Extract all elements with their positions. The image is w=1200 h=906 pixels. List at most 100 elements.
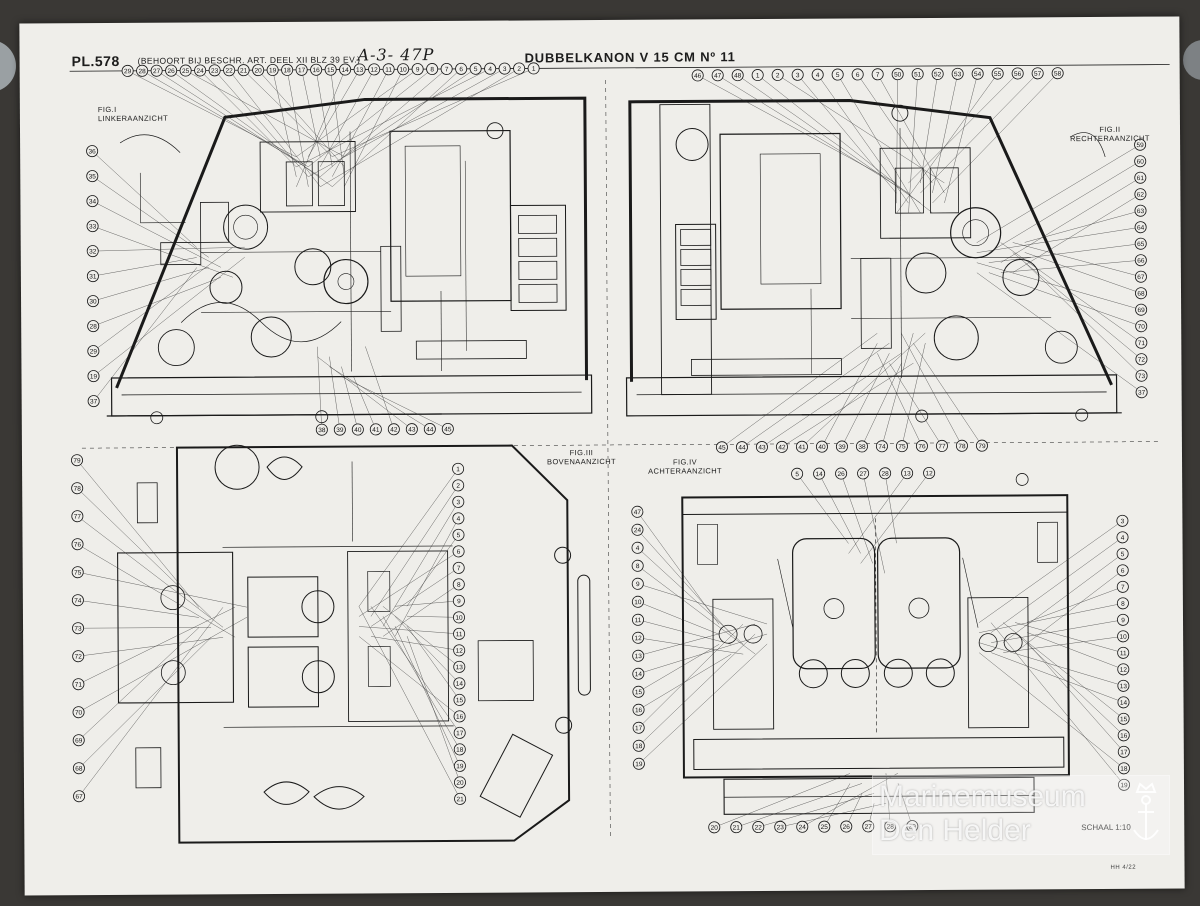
callout-circle [453,710,466,723]
callout-circle [513,62,526,75]
callout-number: 20 [255,67,263,74]
callout-circle [1116,580,1129,593]
callout-number: 10 [455,615,463,622]
callout-leader-line [332,68,462,187]
callout-circle [452,561,465,574]
callout-leader-line [896,74,898,204]
callout-number: 48 [734,73,742,80]
callout-number: 11 [456,631,463,638]
callout-leader-line [78,627,200,741]
callout-leader-line [988,161,1141,253]
callout-circle [1134,188,1147,201]
callout-number: 26 [843,824,851,831]
callout-number: 32 [89,248,97,255]
callout-circle [454,792,467,805]
callout-leader-line [717,75,909,194]
callout-leader-line [92,150,197,248]
callout-circle [87,370,100,383]
callout-circle [469,62,482,75]
callout-circle [911,68,924,81]
callout-leader-line [406,534,459,607]
callout-number: 27 [859,471,867,478]
callout-leader-line [1000,242,1142,343]
callout-number: 73 [74,626,82,633]
callout-leader-line [341,376,448,430]
callout-number: 37 [90,398,98,405]
callout-number: 37 [1138,390,1146,397]
callout-leader-line [286,69,309,187]
callout-circle [1134,254,1147,267]
fig1-label: FIG.I LINKERAANZICHT [98,105,168,123]
backdrop-mount-right [1183,40,1200,80]
callout-number: 44 [426,426,434,433]
callout-circle [791,467,804,480]
callout-circle [1117,712,1130,725]
callout-leader-line [382,501,459,627]
callout-leader-line [296,68,418,158]
callout-number: 1 [456,466,460,473]
callout-leader-line [359,626,460,635]
callout-leader-line [320,69,375,167]
callout-leader-line [721,333,878,448]
callout-leader-line [77,544,236,638]
callout-circle [411,63,424,76]
callout-leader-line [394,616,460,684]
callout-leader-line [637,565,756,655]
callout-circle [1134,270,1147,283]
callout-number: 78 [958,443,966,450]
callout-number: 3 [456,499,460,506]
callout-number: 73 [1138,373,1146,380]
callout-leader-line [884,473,897,544]
callout-number: 51 [914,71,922,78]
callout-leader-line [78,637,212,769]
callout-leader-line [156,70,321,177]
callout-number: 24 [799,824,807,831]
callout-circle [86,195,99,208]
callout-leader-line [758,793,875,828]
callout-circle [813,467,826,480]
callout-circle [165,64,178,77]
callout-circle [1116,531,1129,544]
callout-circle [71,538,84,551]
callout-circle [86,145,99,158]
callout-circle [991,67,1004,80]
callout-circle [455,62,468,75]
callout-circle [1134,204,1147,217]
callout-leader-line [1003,553,1123,643]
callout-number: 7 [1121,584,1125,591]
callout-number: 15 [1120,716,1128,723]
callout-circle [353,63,366,76]
callout-circle [923,467,936,480]
callout-circle [1117,745,1130,758]
callout-number: 42 [778,444,786,451]
callout-number: 56 [1014,71,1022,78]
callout-leader-line [877,353,923,447]
callout-leader-line [78,607,224,797]
callout-leader-line [802,773,899,827]
callout-number: 5 [1121,551,1125,558]
callout-number: 15 [635,689,643,696]
callout-number: 8 [636,563,640,570]
callout-number: 72 [75,654,83,661]
callout-number: 9 [1121,617,1125,624]
callout-leader-line [860,472,930,564]
callout-circle [452,594,465,607]
callout-leader-line [991,652,1124,703]
callout-circle [266,64,279,77]
callout-circle [315,423,328,436]
callout-circle [855,440,868,453]
callout-leader-line [406,616,459,618]
callout-circle [1135,303,1148,316]
callout-circle [1117,646,1130,659]
fig2-label: FIG.II RECHTERAANZICHT [1070,125,1150,143]
plate-number: PL.578 [71,52,120,70]
callout-circle [441,422,454,435]
callout-circle [632,649,645,662]
callout-number: 10 [1119,634,1127,641]
callout-circle [453,693,466,706]
callout-leader-line [92,247,245,252]
callout-leader-line [272,69,297,177]
callout-circle [387,423,400,436]
callout-leader-line [93,277,221,327]
callout-circle [730,821,743,834]
